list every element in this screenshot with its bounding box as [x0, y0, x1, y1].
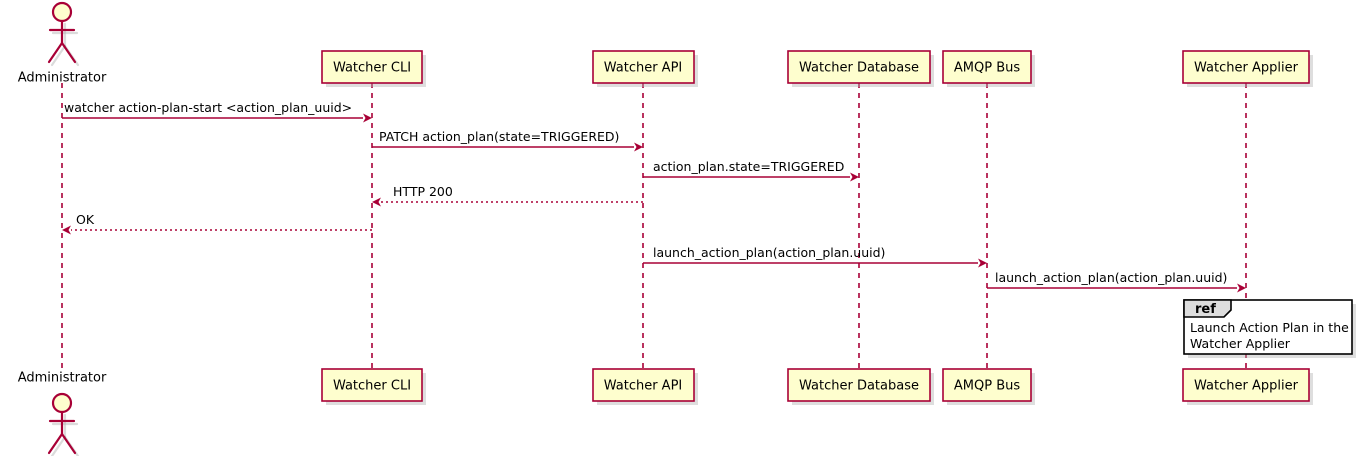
- actor-label-administrator: Administrator: [18, 71, 107, 86]
- messages-layer: watcher action-plan-start <action_plan_u…: [62, 100, 1246, 293]
- message-label: PATCH action_plan(state=TRIGGERED): [379, 129, 619, 144]
- participant-box[interactable]: [592, 50, 695, 84]
- message-1: PATCH action_plan(state=TRIGGERED): [372, 129, 643, 152]
- message-5: launch_action_plan(action_plan.uuid): [643, 245, 987, 268]
- participant-box[interactable]: [321, 50, 423, 84]
- participant-watcher-database-bottom[interactable]: Watcher Database: [787, 368, 934, 405]
- ref-body-line-0: Launch Action Plan in the: [1190, 320, 1349, 335]
- actor-administrator: [47, 392, 80, 456]
- message-label: launch_action_plan(action_plan.uuid): [653, 245, 885, 260]
- actor-head-icon: [51, 392, 73, 414]
- participant-box[interactable]: [942, 368, 1032, 402]
- participant-label: Watcher Database: [799, 379, 919, 394]
- message-arrowhead-icon: [850, 172, 859, 182]
- message-arrowhead-icon: [634, 142, 643, 152]
- message-4: OK: [62, 212, 372, 235]
- participant-label: Watcher Database: [799, 61, 919, 76]
- actor-administrator: [47, 1, 80, 67]
- participant-amqp-bus-top[interactable]: AMQP Bus: [942, 50, 1035, 87]
- participant-label: Watcher API: [604, 61, 683, 76]
- lifelines-layer: [61, 83, 1247, 369]
- message-label: launch_action_plan(action_plan.uuid): [995, 270, 1227, 285]
- message-arrowhead-icon: [62, 225, 71, 235]
- participant-label: Watcher API: [604, 379, 683, 394]
- participant-box[interactable]: [1182, 50, 1310, 84]
- participant-box[interactable]: [787, 50, 931, 84]
- participant-watcher-cli-bottom[interactable]: Watcher CLI: [321, 368, 426, 405]
- participant-label: Watcher CLI: [333, 61, 411, 76]
- participant-watcher-database-top[interactable]: Watcher Database: [787, 50, 934, 87]
- message-label: HTTP 200: [393, 184, 453, 199]
- participant-box[interactable]: [787, 368, 931, 402]
- participant-label: AMQP Bus: [954, 379, 1020, 394]
- ref-tab-label: ref: [1195, 302, 1216, 317]
- message-arrowhead-icon: [978, 258, 987, 268]
- participant-watcher-applier-bottom[interactable]: Watcher Applier: [1182, 368, 1313, 405]
- ref-tab: [1183, 299, 1232, 318]
- message-arrowhead-icon: [363, 113, 372, 123]
- message-arrowhead-icon: [1237, 283, 1246, 293]
- message-label: action_plan.state=TRIGGERED: [653, 159, 844, 174]
- message-arrowhead-icon: [372, 197, 381, 207]
- message-2: action_plan.state=TRIGGERED: [643, 159, 859, 182]
- participants-top-layer: Administrator Watcher CLI Watcher API Watch…: [18, 1, 1313, 87]
- ref-body-line-1: Watcher Applier: [1190, 336, 1291, 351]
- participant-amqp-bus-bottom[interactable]: AMQP Bus: [942, 368, 1035, 405]
- message-label: OK: [76, 212, 95, 227]
- message-3: HTTP 200: [372, 184, 643, 207]
- participant-label: Watcher CLI: [333, 379, 411, 394]
- message-0: watcher action-plan-start <action_plan_u…: [62, 100, 372, 123]
- participant-box[interactable]: [942, 50, 1032, 84]
- actor-head-icon: [51, 1, 73, 23]
- participant-watcher-cli-top[interactable]: Watcher CLI: [321, 50, 426, 87]
- participant-box[interactable]: [1182, 368, 1310, 402]
- ref-box: [1183, 299, 1353, 355]
- participant-watcher-api-bottom[interactable]: Watcher API: [592, 368, 698, 405]
- message-6: launch_action_plan(action_plan.uuid): [987, 270, 1246, 293]
- participant-watcher-applier-top[interactable]: Watcher Applier: [1182, 50, 1313, 87]
- participant-watcher-api-top[interactable]: Watcher API: [592, 50, 698, 87]
- participant-box[interactable]: [321, 368, 423, 402]
- participant-label: Watcher Applier: [1194, 379, 1299, 394]
- participant-box[interactable]: [592, 368, 695, 402]
- participant-label: AMQP Bus: [954, 61, 1020, 76]
- actor-label-administrator: Administrator: [18, 371, 107, 386]
- message-label: watcher action-plan-start <action_plan_u…: [64, 100, 352, 115]
- participant-label: Watcher Applier: [1194, 61, 1299, 76]
